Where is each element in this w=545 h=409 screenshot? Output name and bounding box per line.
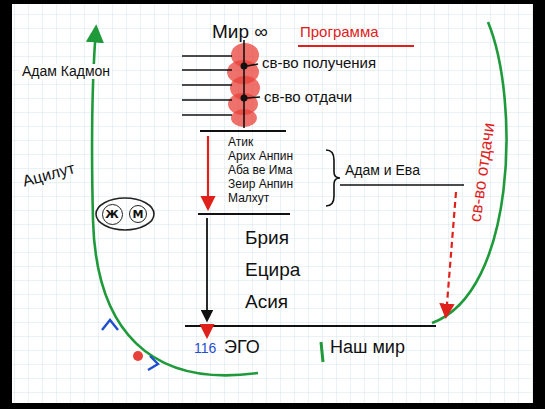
descent-arrow (207, 136, 209, 208)
partzuf-name: Малхут (228, 192, 269, 205)
letter: М (133, 209, 144, 220)
dot (241, 95, 248, 102)
blue-arrowheads (102, 320, 158, 370)
letter: Ж (105, 209, 118, 220)
partzuf-name: Атик (228, 136, 253, 149)
partzuf-name: Зеир Анпин (228, 178, 293, 191)
dot (241, 63, 248, 70)
ego-label: ЭГО (224, 338, 260, 358)
program-label: Программа (300, 24, 379, 41)
partzuf-name: Аба ве Има (228, 164, 292, 177)
world-name: Асия (245, 292, 288, 313)
descent-arrow (206, 218, 208, 320)
giving-arrow (446, 192, 456, 316)
world-name: Ецира (245, 260, 300, 281)
world-name: Наш мир (330, 338, 405, 358)
partzuf-name: Арих Анпин (228, 150, 293, 163)
couple-oval (96, 198, 154, 230)
letter-circle: Ж (102, 204, 123, 225)
letter-circle: М (129, 205, 147, 223)
underline (340, 184, 464, 186)
world-title: Мир ∞ (212, 22, 268, 43)
world-lines (185, 131, 436, 326)
green-mark (321, 342, 323, 362)
callout-number: 116 (194, 341, 216, 356)
level-lines (182, 40, 260, 128)
brace (326, 150, 340, 206)
giving-curve (432, 22, 507, 323)
descent-arrow (206, 328, 208, 336)
pair-label: Адам и Ева (345, 163, 420, 178)
property-label: св-во отдачи (264, 89, 352, 106)
grid (12, 4, 533, 403)
red-dot (133, 351, 143, 361)
world-name: Адам Кадмон (20, 64, 112, 79)
property-label: св-во получения (262, 55, 376, 72)
world-name: Брия (245, 228, 289, 249)
board (12, 4, 533, 403)
underline (298, 45, 414, 47)
